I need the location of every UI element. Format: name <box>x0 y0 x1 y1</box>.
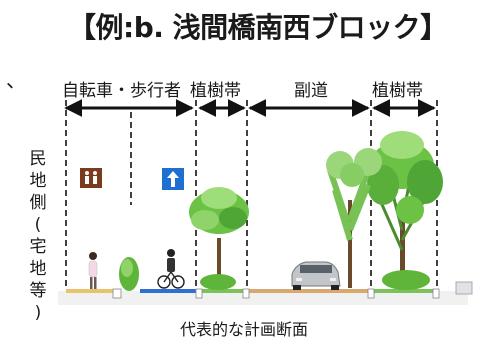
zone-label-planting-right: 植樹帯 <box>372 81 423 101</box>
curb <box>367 288 375 299</box>
side-label-char: 民 <box>29 149 47 169</box>
curb <box>195 288 203 299</box>
pedestrian-figure <box>88 252 98 289</box>
car-figure <box>291 261 341 290</box>
planting-strip-left <box>196 289 247 293</box>
diagram-caption: 代表的な計画断面 <box>180 320 309 339</box>
side-label-private-land: 民 地 側 ( 宅 地 等 ) <box>26 148 50 324</box>
side-label-char: ( <box>34 215 42 235</box>
sidewalk-paving <box>66 289 116 293</box>
zone-label-side-road: 副道 <box>294 81 328 101</box>
one-way-arrow-sign-icon <box>162 168 184 190</box>
planting-strip-right <box>371 289 437 293</box>
shrub-sidewalk <box>119 257 139 291</box>
bike-lane-surface <box>140 289 196 293</box>
ground-base <box>58 291 468 305</box>
pedestrian-sign-icon <box>80 168 102 188</box>
bullet-mark: 、 <box>6 68 26 92</box>
side-label-char: 等 <box>29 281 47 301</box>
side-label-char: ) <box>34 303 42 323</box>
side-label-char: 地 <box>29 259 47 279</box>
side-label-char: 地 <box>29 171 47 191</box>
curb <box>432 288 440 299</box>
side-road-surface <box>247 289 371 293</box>
background-tree <box>326 148 382 288</box>
curb <box>112 288 122 299</box>
street-tree-left <box>189 187 249 290</box>
cyclist-figure <box>157 249 185 289</box>
curb <box>242 288 250 299</box>
side-label-char: 側 <box>29 193 47 213</box>
zone-label-planting-left: 植樹帯 <box>190 81 241 101</box>
private-land-wall <box>455 281 473 295</box>
street-tree-right <box>367 131 443 290</box>
diagram-title: 【例:b. 浅間橋南西ブロック】 <box>68 11 448 44</box>
side-label-char: 宅 <box>29 237 47 257</box>
zone-label-bike-walk: 自転車・歩行者 <box>62 81 181 101</box>
ground-surfaces <box>58 281 473 305</box>
